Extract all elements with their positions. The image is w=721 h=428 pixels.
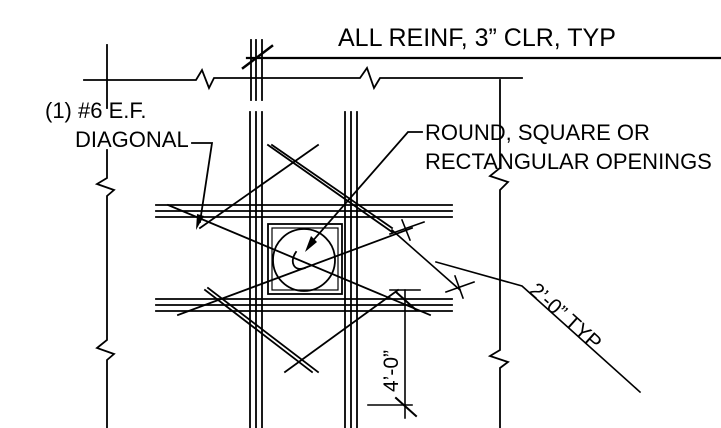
diagonal-bar-leader	[191, 142, 214, 224]
left-edge-line	[94, 44, 116, 428]
diagonal-bar	[198, 143, 320, 230]
dimension-tick-icon	[400, 218, 412, 242]
diagonal-dimension-line	[390, 228, 462, 292]
vertical-bars-group	[249, 111, 358, 428]
diagonal-bar	[203, 288, 314, 374]
right-edge-line	[487, 79, 510, 428]
cover-dimension-tick	[241, 44, 274, 70]
clear-cover-note: ALL REINF, 3” CLR, TYP	[338, 24, 616, 52]
opening-centerline-icon	[291, 250, 307, 270]
diagonal-bar-note-line2: DIAGONAL	[75, 127, 189, 152]
clear-cover-note-group: ALL REINF, 3” CLR, TYP	[241, 24, 721, 70]
vertical-dimension-text: 4’-0”	[380, 350, 403, 392]
opening-symbol	[267, 223, 343, 295]
diagonal-bar-leader-arrow-icon	[196, 214, 204, 230]
diagonal-dimension-leader	[435, 261, 642, 394]
diagonal-dimension-group: 2’-0” TYP	[388, 218, 642, 394]
opening-note-line2: RECTANGULAR OPENINGS	[425, 149, 712, 174]
diagonal-dimension-text: 2’-0” TYP	[525, 279, 606, 355]
top-member-line	[83, 66, 523, 91]
diagonal-bar	[270, 143, 394, 230]
diagonal-bar	[206, 286, 320, 374]
vertical-dimension-group: 4’-0”	[367, 289, 421, 419]
right-edge-break	[487, 79, 510, 428]
round-opening-icon	[272, 228, 336, 292]
top-break-line	[83, 66, 523, 91]
dimension-tick-icon	[453, 274, 465, 300]
square-opening-inner	[271, 227, 339, 291]
dimension-tick-icon	[444, 280, 476, 294]
opening-leader	[308, 131, 423, 246]
diagonal-bar	[283, 288, 400, 374]
diagonal-bar	[266, 143, 394, 234]
opening-leader-arrow-icon	[305, 236, 317, 252]
diagonal-bar	[166, 203, 432, 317]
opening-note-line1: ROUND, SQUARE OR	[425, 120, 650, 145]
diagonal-bar	[176, 226, 414, 317]
top-vertical-bars	[250, 39, 263, 101]
left-edge-break	[94, 149, 116, 428]
dimension-tick-icon	[394, 290, 418, 312]
square-opening-icon	[267, 223, 343, 295]
diagonal-bar-note-line1: (1) #6 E.F.	[45, 98, 146, 123]
diagonal-bar-note-group: (1) #6 E.F. DIAGONAL	[45, 98, 214, 230]
opening-note-group: ROUND, SQUARE OR RECTANGULAR OPENINGS	[305, 120, 712, 252]
dimension-tick-icon	[388, 220, 426, 236]
diagonal-bars-group	[166, 143, 432, 374]
dimension-tick-icon	[394, 396, 418, 418]
